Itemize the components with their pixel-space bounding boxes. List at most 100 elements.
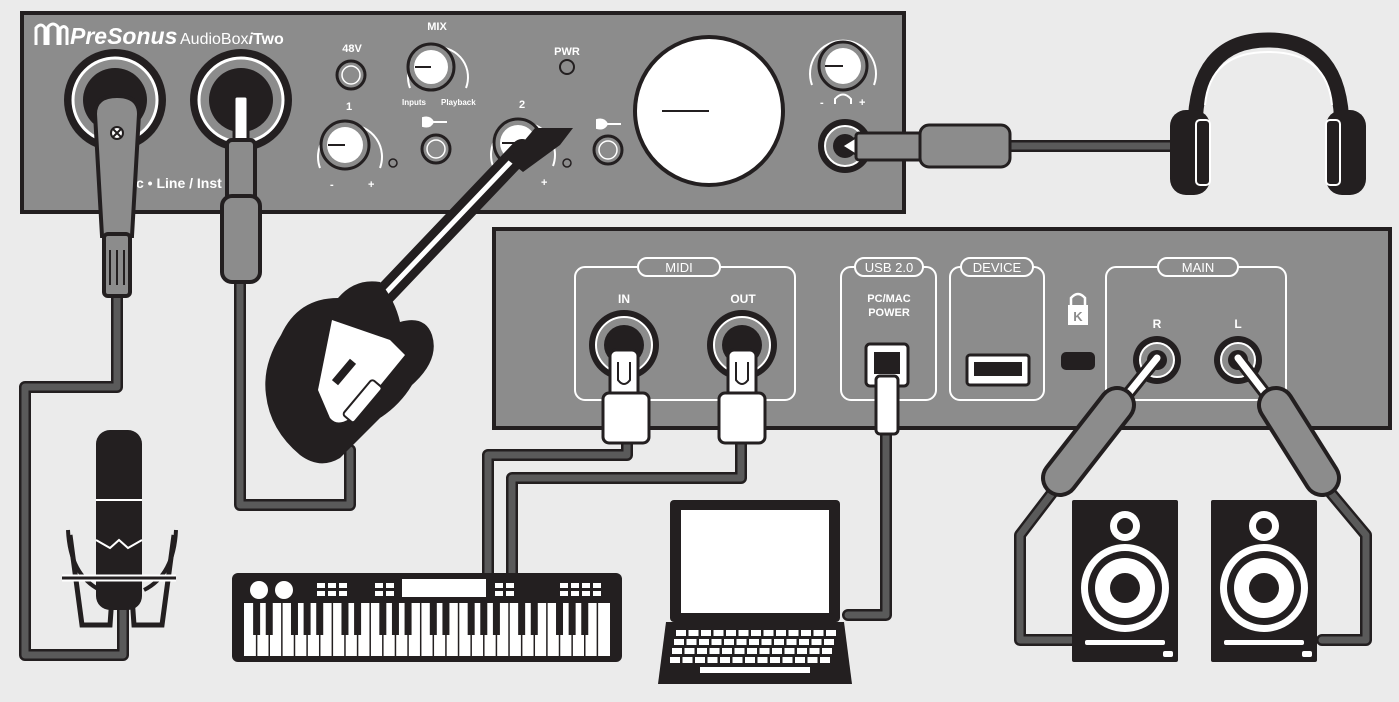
svg-text:K: K: [1073, 309, 1083, 324]
laptop-key: [770, 657, 780, 663]
gain2-plus: +: [541, 177, 547, 189]
black-key: [429, 603, 437, 635]
instrument-button-2[interactable]: [592, 134, 624, 166]
gain2-label: 2: [519, 99, 525, 111]
mix-label: MIX: [427, 21, 447, 33]
laptop-key: [726, 630, 736, 636]
laptop-spacebar: [700, 667, 810, 673]
usb-b-port: [864, 342, 910, 388]
laptop-key: [707, 657, 718, 663]
usb-sub-1: PC/MAC: [867, 293, 910, 305]
guitar-cable: [234, 274, 356, 511]
midi-out-label: OUT: [730, 292, 756, 306]
laptop-key: [786, 639, 797, 645]
laptop-key: [820, 657, 830, 663]
laptop-icon: [658, 500, 852, 684]
laptop-key: [809, 648, 820, 654]
black-key: [391, 603, 399, 635]
model-prefix: AudioBox: [180, 31, 249, 48]
headphones-small-icon: [834, 93, 852, 104]
pwr-label: PWR: [554, 46, 580, 58]
main-l-label: L: [1234, 317, 1241, 331]
black-key: [379, 603, 387, 635]
laptop-key: [811, 639, 822, 645]
black-key: [518, 603, 526, 635]
laptop-key: [801, 630, 811, 636]
phantom-power-button[interactable]: [335, 59, 367, 91]
laptop-key: [684, 648, 695, 654]
condenser-mic-icon: [62, 430, 178, 628]
laptop-key: [734, 648, 745, 654]
laptop-key: [799, 639, 809, 645]
laptop-key: [774, 639, 784, 645]
laptop-key: [784, 648, 795, 654]
mix-knob[interactable]: [406, 42, 469, 92]
midi-label: MIDI: [665, 260, 692, 275]
front-panel: PreSonus AudioBoxiTwo c • Line / Inst 48…: [20, 11, 906, 214]
security-slot: [1061, 352, 1095, 370]
instrument-button-1[interactable]: [420, 133, 452, 165]
laptop-key: [759, 648, 770, 654]
black-key: [556, 603, 564, 635]
usb-label: USB 2.0: [865, 260, 913, 275]
laptop-key: [722, 648, 732, 654]
laptop-key: [761, 639, 772, 645]
laptop-key: [672, 648, 682, 654]
laptop-keys: [670, 630, 836, 673]
midi-in-plug: [601, 348, 651, 445]
midi-in-label: IN: [618, 292, 630, 306]
black-key: [253, 603, 261, 635]
presonus-logo: PreSonus AudioBoxiTwo: [34, 22, 284, 49]
guitar-icon-1: [422, 116, 447, 128]
black-key: [530, 603, 538, 635]
gain-knob-1[interactable]: [317, 119, 383, 171]
instrument-plug: [220, 94, 262, 284]
laptop-key: [782, 657, 793, 663]
laptop-key: [724, 639, 734, 645]
black-key: [290, 603, 298, 635]
mix-inputs-label: Inputs: [402, 98, 427, 107]
lock-icon: K: [1068, 292, 1088, 325]
laptop-key: [682, 657, 693, 663]
phantom-label: 48V: [342, 43, 362, 55]
usb-a-port: [965, 353, 1031, 387]
laptop-key: [751, 630, 761, 636]
device-label: DEVICE: [973, 260, 1022, 275]
black-key: [581, 603, 589, 635]
laptop-key: [822, 648, 832, 654]
electric-guitar-icon: [265, 128, 573, 464]
laptop-key: [688, 630, 699, 636]
clip-led-1: [388, 158, 398, 168]
laptop-key: [763, 630, 774, 636]
speaker-plug-l: [1231, 351, 1341, 497]
clip-led-2: [562, 158, 572, 168]
main-r-label: R: [1153, 317, 1162, 331]
headphones-icon: [1170, 32, 1366, 195]
rear-panel: MIDI IN OUT USB 2.0 PC/MAC POWER: [492, 227, 1392, 445]
model-suffix: Two: [253, 31, 284, 48]
laptop-key: [788, 630, 799, 636]
power-led: [559, 59, 575, 75]
headphone-level-knob[interactable]: [809, 39, 877, 92]
laptop-key: [745, 657, 755, 663]
keyboard-keys: [253, 603, 599, 656]
laptop-key: [795, 657, 805, 663]
laptop-key: [674, 639, 684, 645]
laptop-key: [732, 657, 743, 663]
midi-out-plug: [717, 348, 767, 445]
laptop-key: [711, 639, 722, 645]
gain1-label: 1: [346, 101, 352, 113]
laptop-key: [676, 630, 686, 636]
main-volume-knob[interactable]: [633, 35, 785, 187]
laptop-key: [824, 639, 834, 645]
model-i: i: [249, 31, 254, 48]
midi-keyboard-icon: [232, 573, 622, 662]
logo-mark-icon: [34, 22, 69, 45]
hp-minus: -: [820, 97, 824, 109]
laptop-key: [797, 648, 807, 654]
black-key: [492, 603, 500, 635]
black-key: [265, 603, 273, 635]
main-label: MAIN: [1182, 260, 1215, 275]
brand-name: PreSonus: [70, 23, 177, 49]
